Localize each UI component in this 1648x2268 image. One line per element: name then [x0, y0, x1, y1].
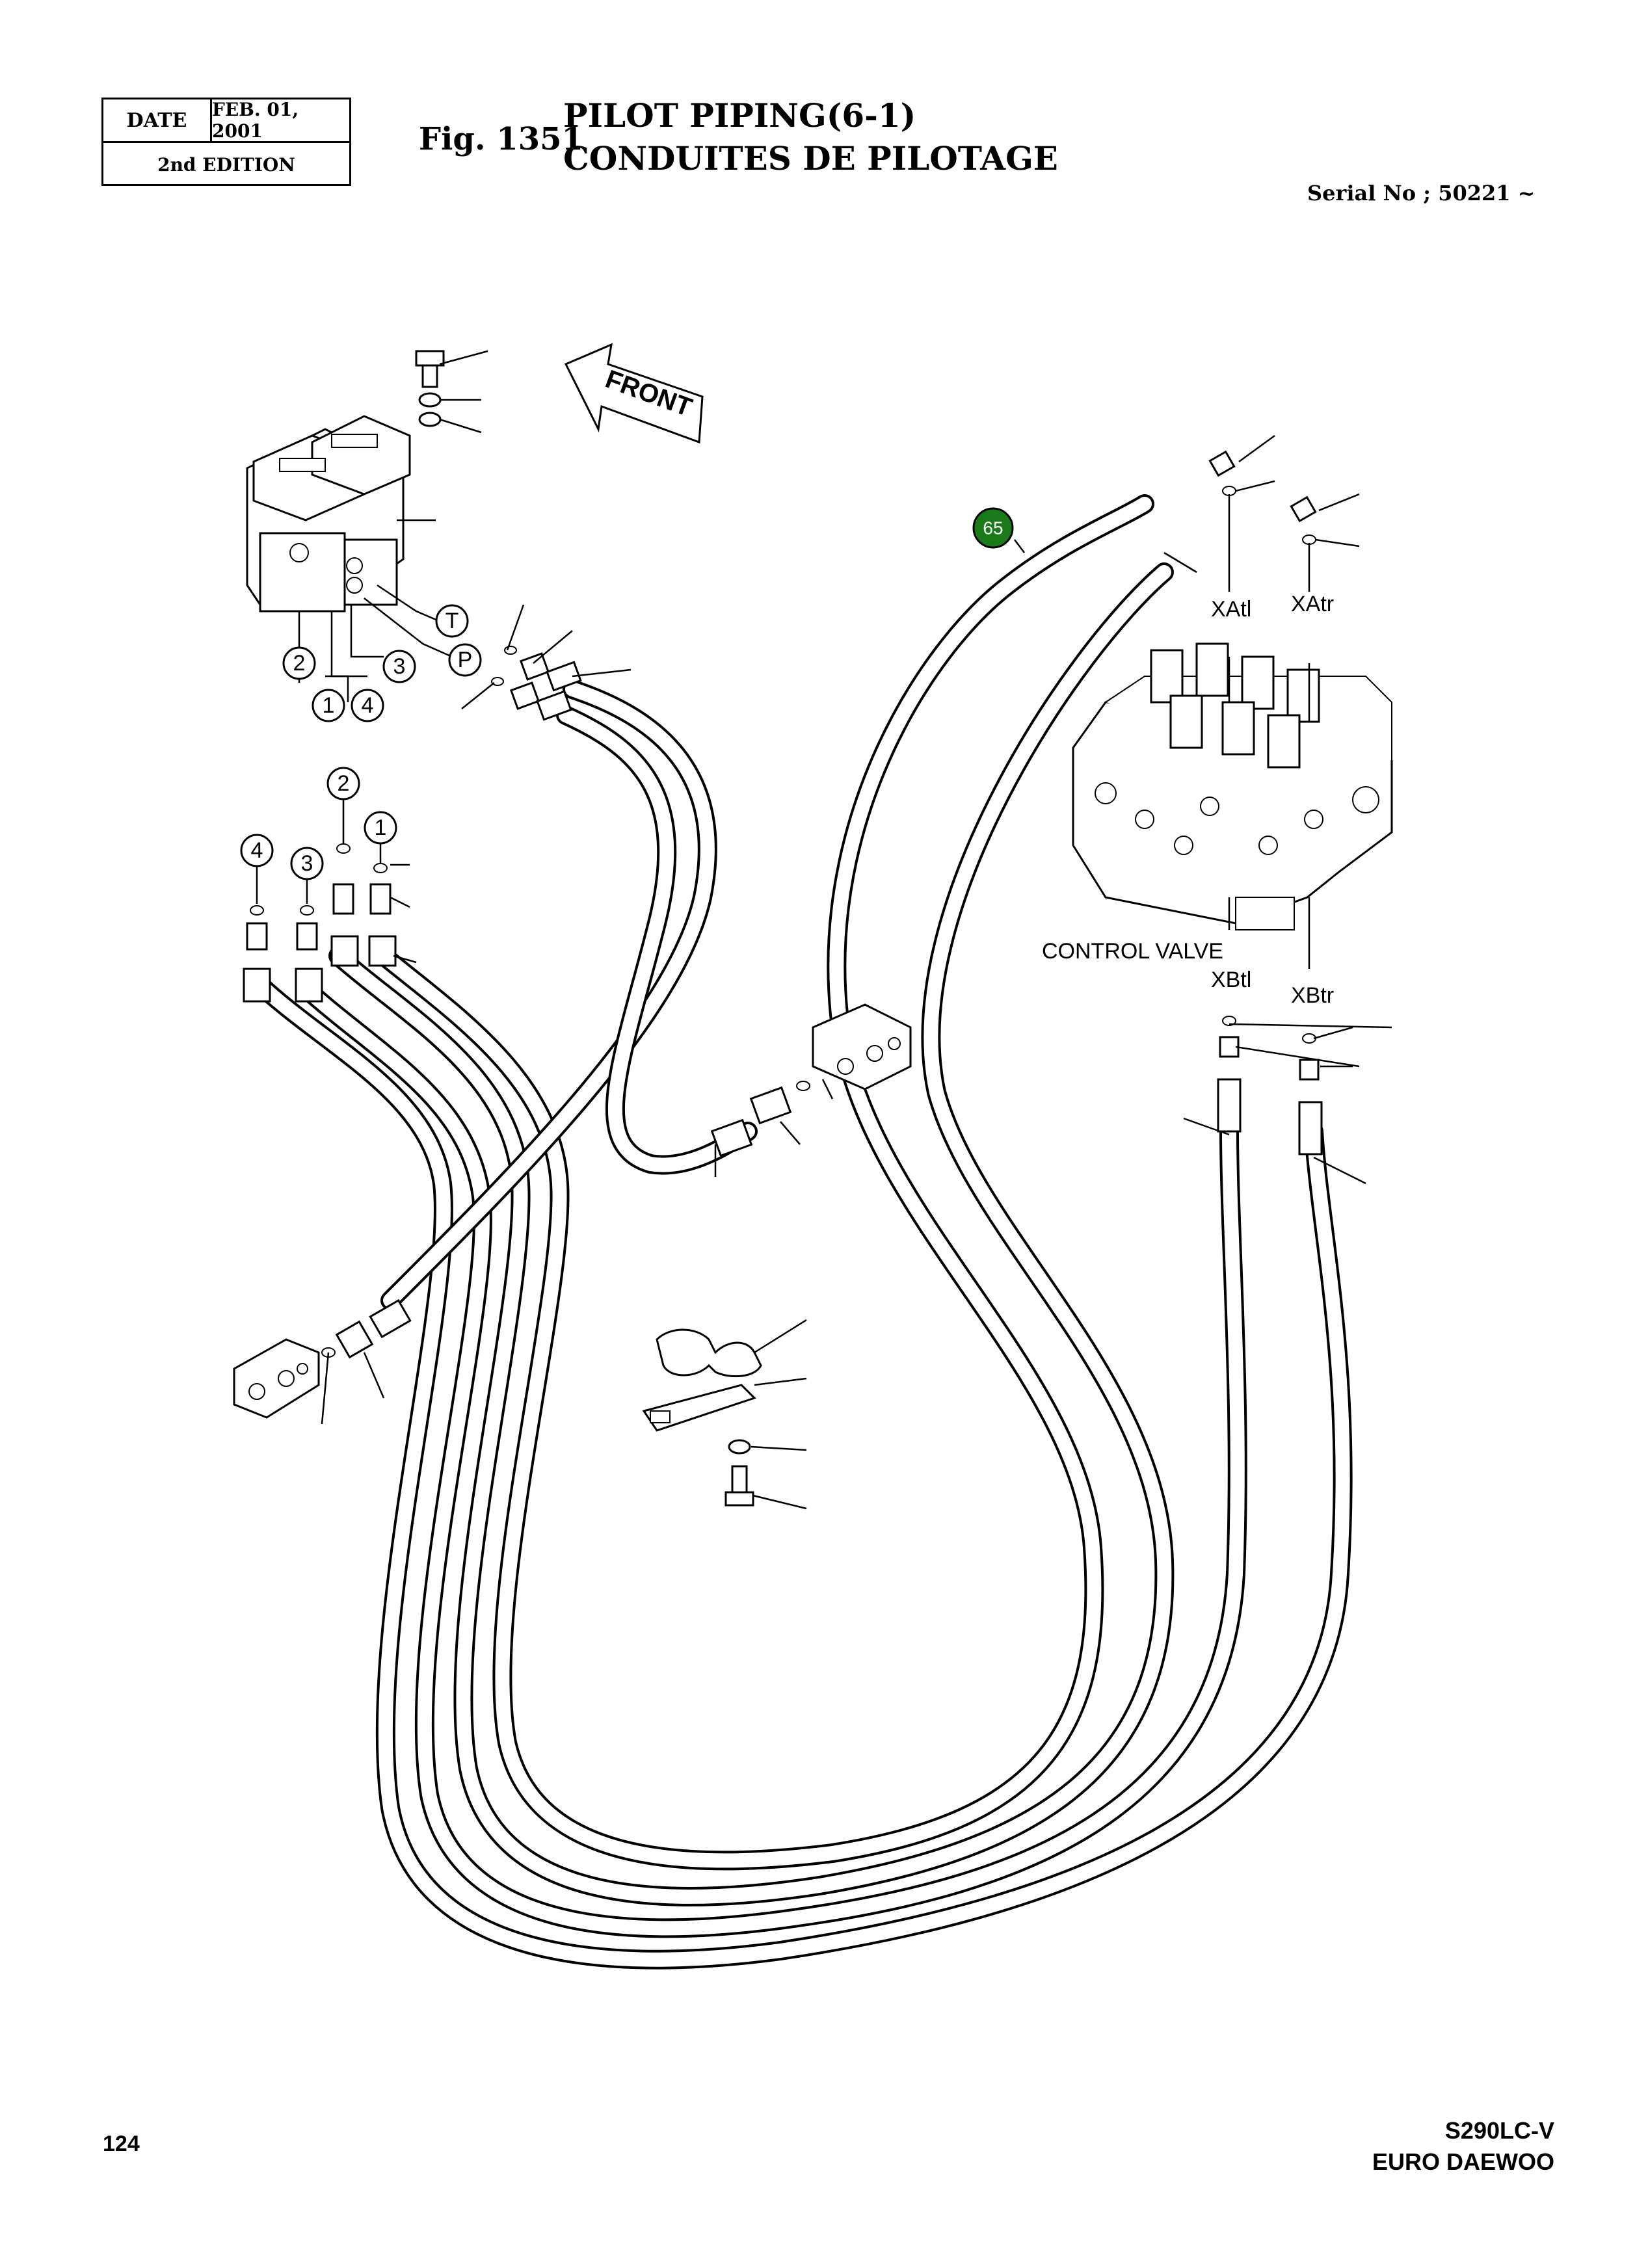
- edition-label: 2nd EDITION: [157, 153, 295, 176]
- date-label: DATE: [103, 99, 212, 141]
- page-number: 124: [103, 2131, 140, 2156]
- port-xatl-label: XAtl: [1211, 597, 1251, 622]
- lower-left-block: [233, 1299, 412, 1419]
- clamp-bracket: [642, 1328, 762, 1507]
- control-valve: [1072, 642, 1393, 930]
- port-p-label: P: [458, 648, 473, 672]
- date-value: FEB. 01, 2001: [212, 99, 299, 142]
- callout-4-lower: 4: [251, 838, 263, 863]
- date-box: DATE FEB. 01, 2001 2nd EDITION: [101, 98, 351, 186]
- title-english: PILOT PIPING(6-1): [563, 96, 916, 135]
- callout-4-upper: 4: [362, 693, 374, 718]
- callout-1-upper: 1: [323, 693, 335, 718]
- callout-65-badge: 65: [983, 518, 1003, 538]
- left-fittings: [243, 843, 397, 1003]
- pilot-valve: [246, 350, 445, 613]
- control-valve-fittings: [1208, 450, 1323, 1155]
- port-t-label: T: [445, 609, 459, 633]
- title-french: CONDUITES DE PILOTAGE: [563, 139, 1058, 178]
- middle-block: [710, 1003, 912, 1157]
- serial-number: Serial No ; 50221 ~: [1307, 181, 1535, 205]
- callout-2-upper: 2: [293, 651, 306, 676]
- front-arrow: FRONT: [564, 343, 704, 444]
- figure-number: Fig. 1351: [419, 121, 583, 157]
- port-xbtl-label: XBtl: [1211, 968, 1251, 992]
- manufacturer-name: EURO DAEWOO: [1372, 2148, 1554, 2175]
- leader-lines: [256, 350, 1392, 1510]
- port-xbtr-label: XBtr: [1291, 983, 1334, 1008]
- model-name: S290LC-V: [1444, 2117, 1554, 2144]
- hose-bundle: [247, 494, 1353, 1970]
- callout-3-lower: 3: [301, 851, 313, 876]
- callout-2-lower: 2: [338, 771, 350, 796]
- pilot-valve-adapters: [491, 646, 582, 721]
- port-xatr-label: XAtr: [1291, 592, 1334, 616]
- callout-1-lower: 1: [375, 815, 387, 840]
- port-labels: XAtl XAtr CONTROL VALVE XBtl XBtr: [1042, 592, 1334, 1008]
- date-row: DATE FEB. 01, 2001: [103, 99, 349, 143]
- control-valve-label: CONTROL VALVE: [1042, 939, 1223, 964]
- callouts: 2 3 1 4 T P 2 1 3 4 65: [240, 507, 1014, 880]
- callout-3-upper: 3: [393, 654, 406, 679]
